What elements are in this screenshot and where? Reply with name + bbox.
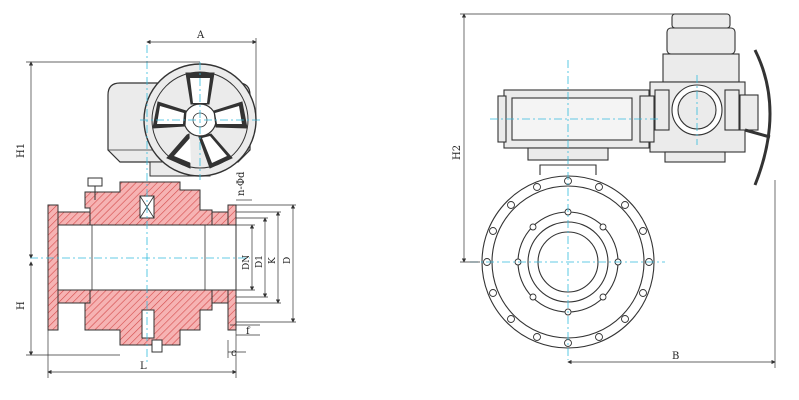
side-view: H2 B — [452, 13, 776, 368]
dim-label-DN: DN — [242, 255, 252, 270]
front-centerlines — [30, 45, 262, 365]
dim-label-H1: H1 — [16, 143, 27, 158]
electric-actuator — [649, 13, 772, 186]
dim-label-D1: D1 — [255, 255, 265, 268]
side-dimension-lines — [460, 13, 776, 368]
dim-label-D: D — [283, 257, 293, 264]
dim-label-H2: H2 — [452, 145, 463, 160]
valve-body-section — [47, 177, 237, 353]
actuator-cylinder — [497, 89, 655, 161]
dim-label-B: B — [672, 351, 679, 362]
dim-label-A: A — [196, 30, 205, 41]
side-centerlines — [470, 60, 698, 360]
dim-label-c: c — [231, 348, 237, 359]
dim-label-n-phi-d: n-Φd — [236, 171, 247, 196]
front-view: A H1 H L n-Φd DN D1 K D f c — [16, 30, 296, 378]
dim-label-H: H — [16, 301, 27, 310]
dim-label-f: f — [246, 326, 251, 337]
dim-label-L: L — [140, 361, 147, 372]
front-dimension-lines — [26, 38, 296, 378]
dim-label-K: K — [268, 257, 278, 264]
